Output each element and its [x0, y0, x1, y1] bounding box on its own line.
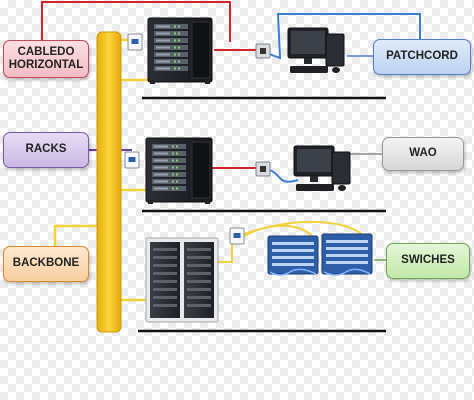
- patchcord-label: PATCHCORD: [373, 39, 471, 75]
- yellow-link-switches: [243, 220, 367, 239]
- wao-label: WAO: [382, 137, 464, 171]
- network-outlet-icon: [229, 227, 245, 245]
- backbone-pillar: [96, 31, 122, 333]
- computer-workstation-icon: [287, 27, 345, 73]
- network-switch-icon: [321, 233, 373, 276]
- yellow-link-switch-outlet: [218, 242, 233, 263]
- data-cabinet-icon: [145, 237, 219, 323]
- blue-patchcord-link: [263, 13, 421, 60]
- red-link-cableado: [41, 1, 231, 42]
- cableado-horizontal-label: CABLEDO HORIZONTAL: [3, 40, 89, 78]
- racks-label: RACKS: [3, 132, 89, 168]
- network-switch-icon: [267, 235, 319, 276]
- network-outlet-icon: [124, 151, 140, 169]
- network-outlet-icon: [255, 43, 271, 59]
- network-outlet-icon: [255, 161, 271, 177]
- yellow-link-backbone-box: [53, 224, 97, 246]
- swiches-label: SWICHES: [386, 243, 470, 279]
- computer-workstation-icon: [293, 145, 351, 191]
- server-rack-icon: [145, 137, 213, 204]
- server-rack-icon: [147, 17, 213, 84]
- blue-link-middle: [269, 169, 299, 183]
- network-outlet-icon: [127, 33, 143, 51]
- backbone-label: BACKBONE: [3, 246, 89, 282]
